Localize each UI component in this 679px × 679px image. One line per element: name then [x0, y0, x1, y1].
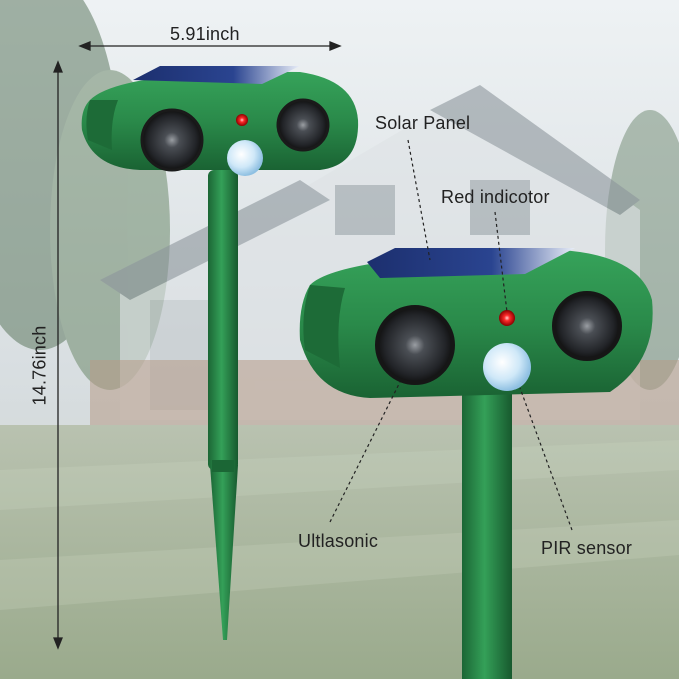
stake-closeup — [462, 380, 512, 679]
stake — [208, 170, 238, 470]
pir-sensor — [227, 140, 263, 176]
red-indicator-label: Red indicotor — [441, 187, 550, 207]
solar-panel-leader — [407, 139, 431, 261]
speaker-right-closeup — [552, 291, 622, 361]
callout-lines — [329, 139, 573, 531]
solar-panel — [133, 66, 300, 84]
height-label: 14.76inch — [29, 325, 50, 406]
height-dimension-arrow — [53, 60, 63, 650]
width-label: 5.91inch — [170, 24, 240, 44]
speaker-left — [140, 108, 204, 172]
led-indicator — [236, 114, 248, 126]
speaker-left-closeup — [375, 305, 455, 385]
pir-sensor-closeup — [483, 343, 531, 391]
device-closeup — [299, 248, 653, 679]
pir-sensor-leader — [519, 387, 573, 531]
ultrasonic-label: Ultlasonic — [298, 531, 379, 551]
width-dimension-arrow — [78, 41, 342, 51]
pir-sensor-label: PIR sensor — [541, 538, 633, 558]
solar-panel-closeup — [367, 248, 575, 278]
led-indicator-closeup — [499, 310, 515, 326]
ultrasonic-leader — [329, 381, 401, 523]
ground-spike — [210, 465, 238, 640]
device-full-view — [81, 66, 359, 640]
lawn — [0, 425, 679, 679]
solar-panel-label: Solar Panel — [375, 113, 471, 133]
red-indicator-leader — [494, 211, 508, 313]
speaker-right — [276, 98, 330, 152]
